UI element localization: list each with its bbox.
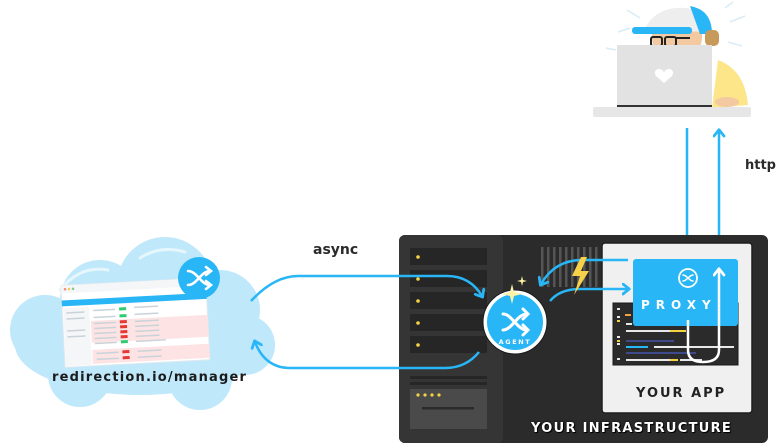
your-app-label: YOUR APP <box>636 386 727 401</box>
manager-label: redirection.io/manager <box>52 370 248 385</box>
shuffle-icon <box>501 307 531 337</box>
shuffle-icon <box>178 257 220 299</box>
lightning-icon <box>572 257 589 295</box>
sparkle-icon <box>502 276 527 304</box>
agent-label: AGENT <box>499 338 532 346</box>
proxy-to-app-arrow <box>686 270 719 364</box>
manager-dashboard-thumbnail <box>60 277 211 368</box>
server-rack-icon <box>410 248 487 429</box>
async-arrows <box>250 274 482 370</box>
proxy-label: PROXY <box>641 298 717 312</box>
http-arrows <box>687 128 719 254</box>
proxy-box <box>633 259 738 326</box>
your-infrastructure-label: YOUR INFRASTRUCTURE <box>531 421 733 436</box>
shuffle-icon <box>682 274 694 282</box>
user-with-laptop-icon <box>593 1 751 117</box>
async-label: async <box>313 242 359 258</box>
http-label: http <box>745 158 776 173</box>
agent-badge: AGENT <box>482 289 548 355</box>
